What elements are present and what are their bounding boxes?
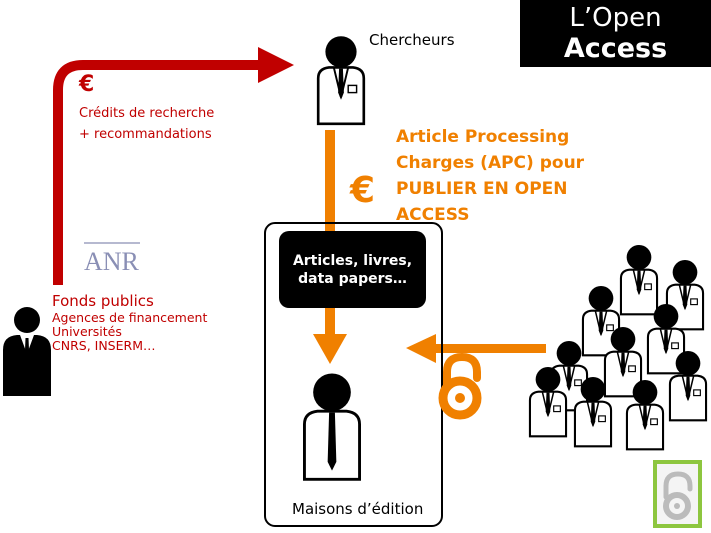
open-access-lock-icon xyxy=(438,352,482,420)
title-box: L’Open Access xyxy=(520,0,711,67)
researcher-person-icon xyxy=(619,243,659,316)
anr-logo-text: ANR xyxy=(84,247,140,274)
apc-euro-symbol: € xyxy=(350,170,376,211)
publishers-label: Maisons d’édition xyxy=(292,500,424,518)
publications-box: Articles, livres, data papers… xyxy=(279,231,426,308)
publisher-person-icon xyxy=(302,373,362,481)
researchers-label: Chercheurs xyxy=(369,31,455,49)
funders-subtitles: Agences de financement Universités CNRS,… xyxy=(52,311,207,353)
title-line1: L’Open xyxy=(569,3,662,33)
anr-logo: ANR xyxy=(84,240,140,276)
publications-label: Articles, livres, data papers… xyxy=(292,252,413,287)
funding-arrow-head xyxy=(258,47,294,83)
funding-euro-symbol: € xyxy=(79,72,95,97)
funding-label-line1: Crédits de recherche xyxy=(79,106,215,121)
funding-label-line2: + recommandations xyxy=(79,127,212,142)
oa-arrow-line xyxy=(432,344,546,353)
funders-sub-agencies: Agences de financement xyxy=(52,310,208,325)
funding-arrow-line xyxy=(53,60,262,285)
apc-label: Article Processing Charges (APC) pour PU… xyxy=(396,127,585,225)
funders-sub-universities: Universités xyxy=(52,324,122,339)
funders-title: Fonds publics xyxy=(52,292,154,310)
researcher-person-icon xyxy=(316,34,366,126)
title-line2: Access xyxy=(563,33,668,64)
researchers-group xyxy=(528,243,708,451)
apc-arrow-head xyxy=(313,334,347,364)
funders-sub-organisations: CNRS, INSERM… xyxy=(52,338,156,353)
open-access-badge-icon xyxy=(653,460,702,528)
publishers-box xyxy=(264,222,443,527)
oa-arrow-head xyxy=(406,334,436,363)
funder-person-icon xyxy=(3,307,51,396)
